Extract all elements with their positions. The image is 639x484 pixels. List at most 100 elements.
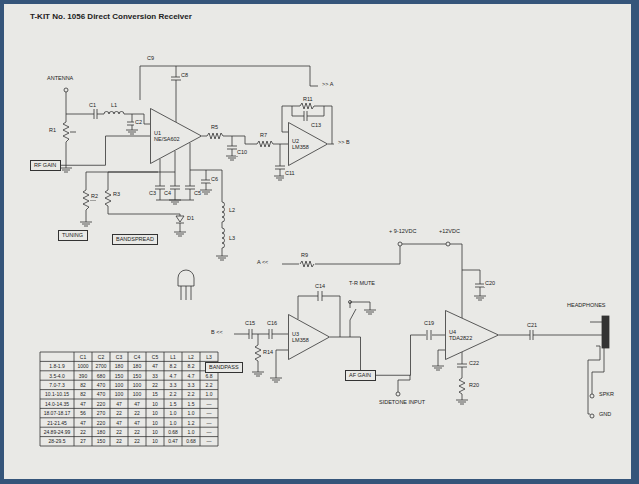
table-cell: — (207, 411, 212, 416)
table-cell: 470 (97, 382, 105, 387)
table-cell: 1.5 (188, 401, 195, 406)
part-label: C16 (266, 321, 278, 327)
supply-label: + 9-12VDC (388, 229, 417, 235)
part-label: C1 (88, 103, 97, 109)
table-cell: 100 (115, 382, 123, 387)
table-cell: 22 (134, 411, 140, 416)
part-label: C20 (484, 281, 496, 287)
part-label: C13 (310, 123, 322, 129)
table-cell: 100 (115, 392, 123, 397)
table-cell: 21-21.45 (47, 420, 67, 425)
node-text: LM358 (292, 337, 309, 343)
table-cell: 4.7 (188, 373, 195, 378)
table-cell: 7.0-7.3 (49, 382, 65, 387)
capacitor-symbol (249, 284, 533, 367)
jack-label: GND (598, 412, 612, 418)
table-cell: 180 (97, 429, 105, 434)
jack-label: SPKR (598, 392, 615, 398)
table-cell: 220 (97, 420, 105, 425)
part-label: C5 (193, 191, 202, 197)
table-cell: C5 (152, 354, 158, 359)
part-label: R14 (262, 350, 274, 356)
part-label: C2 (134, 120, 143, 126)
part-label: C22 (468, 361, 480, 367)
switch-contact (349, 301, 352, 304)
table-cell: 390 (79, 373, 87, 378)
control-box: RF GAIN (30, 160, 61, 171)
table-cell: 28-29.5 (49, 439, 66, 444)
part-label: C19 (423, 321, 435, 327)
part-label: C14 (314, 284, 326, 290)
table-cell: 22 (116, 411, 122, 416)
table-cell: 27 (80, 439, 86, 444)
resistor-symbol (63, 103, 314, 210)
op-amp-outline (151, 109, 202, 164)
signal-wire (61, 136, 150, 165)
part-label: R5 (210, 125, 219, 131)
table-cell: 3.5-4.0 (49, 373, 65, 378)
table-cell: — (207, 439, 212, 444)
table-cell: 6.8 (206, 373, 213, 378)
table-cell: 1.5 (170, 401, 177, 406)
symbol-backing (426, 329, 432, 341)
part-label: L3 (228, 236, 236, 242)
signal-name: A << (256, 260, 269, 266)
table-cell: 0.47 (168, 439, 178, 444)
table-cell: C4 (134, 354, 140, 359)
table-cell: 470 (97, 392, 105, 397)
switch-label: T-R MUTE (348, 281, 376, 287)
table-cell: 22 (116, 439, 122, 444)
op-amp-outline (446, 311, 499, 360)
supply-terminal (398, 242, 402, 246)
table-grid (40, 352, 218, 446)
part-label: C11 (284, 171, 296, 177)
antenna-terminal (64, 88, 68, 92)
table-cell: 3.3 (170, 382, 177, 387)
table-cell: — (207, 401, 212, 406)
signal-name: B << (210, 330, 224, 336)
table-cell: 10 (152, 401, 158, 406)
part-label: R20 (468, 383, 480, 389)
varactor-symbol (176, 216, 184, 223)
resistor-symbol (255, 261, 465, 394)
part-label: L2 (228, 208, 236, 214)
signal-wire (330, 337, 361, 370)
output-terminal (590, 414, 594, 418)
terminal-label: ANTENNA (46, 76, 74, 82)
part-label: R1 (48, 128, 57, 134)
part-label: C8 (180, 73, 189, 79)
table-cell: 1.0 (206, 392, 213, 397)
table-cell: 10.1-10.15 (45, 392, 69, 397)
control-box: BANDSPREAD (112, 234, 158, 245)
table-cell: 10 (152, 411, 158, 416)
table-cell: 22 (134, 429, 140, 434)
table-cell: 2.2 (188, 392, 195, 397)
table-cell: 14.0-14.35 (45, 401, 69, 406)
table-cell: 22 (80, 429, 86, 434)
table-cell: 1.0 (188, 429, 195, 434)
part-label: C4 (163, 191, 172, 197)
table-cell: L1 (170, 354, 176, 359)
table-cell: 18.07-18.17 (44, 411, 71, 416)
part-label: D1 (186, 216, 195, 222)
table-cell: 150 (97, 439, 105, 444)
table-cell: 680 (97, 373, 105, 378)
supply-terminal (446, 242, 450, 246)
table-cell: — (207, 429, 212, 434)
table-cell: 1.0 (170, 411, 177, 416)
table-cell: 3.3 (188, 382, 195, 387)
table-cell: 2.2 (206, 382, 213, 387)
table-cell: C1 (80, 354, 86, 359)
table-cell: L3 (206, 354, 212, 359)
switch-symbol (350, 309, 356, 320)
node-text: TDA2822 (449, 335, 472, 341)
table-cell: 180 (133, 364, 141, 369)
signal-name: >> A (321, 82, 334, 88)
output-terminal (590, 394, 594, 398)
capacitor-symbol (94, 77, 307, 189)
table-cell: 56 (80, 411, 86, 416)
table-cell: — (207, 420, 212, 425)
table-cell: 10 (152, 439, 158, 444)
